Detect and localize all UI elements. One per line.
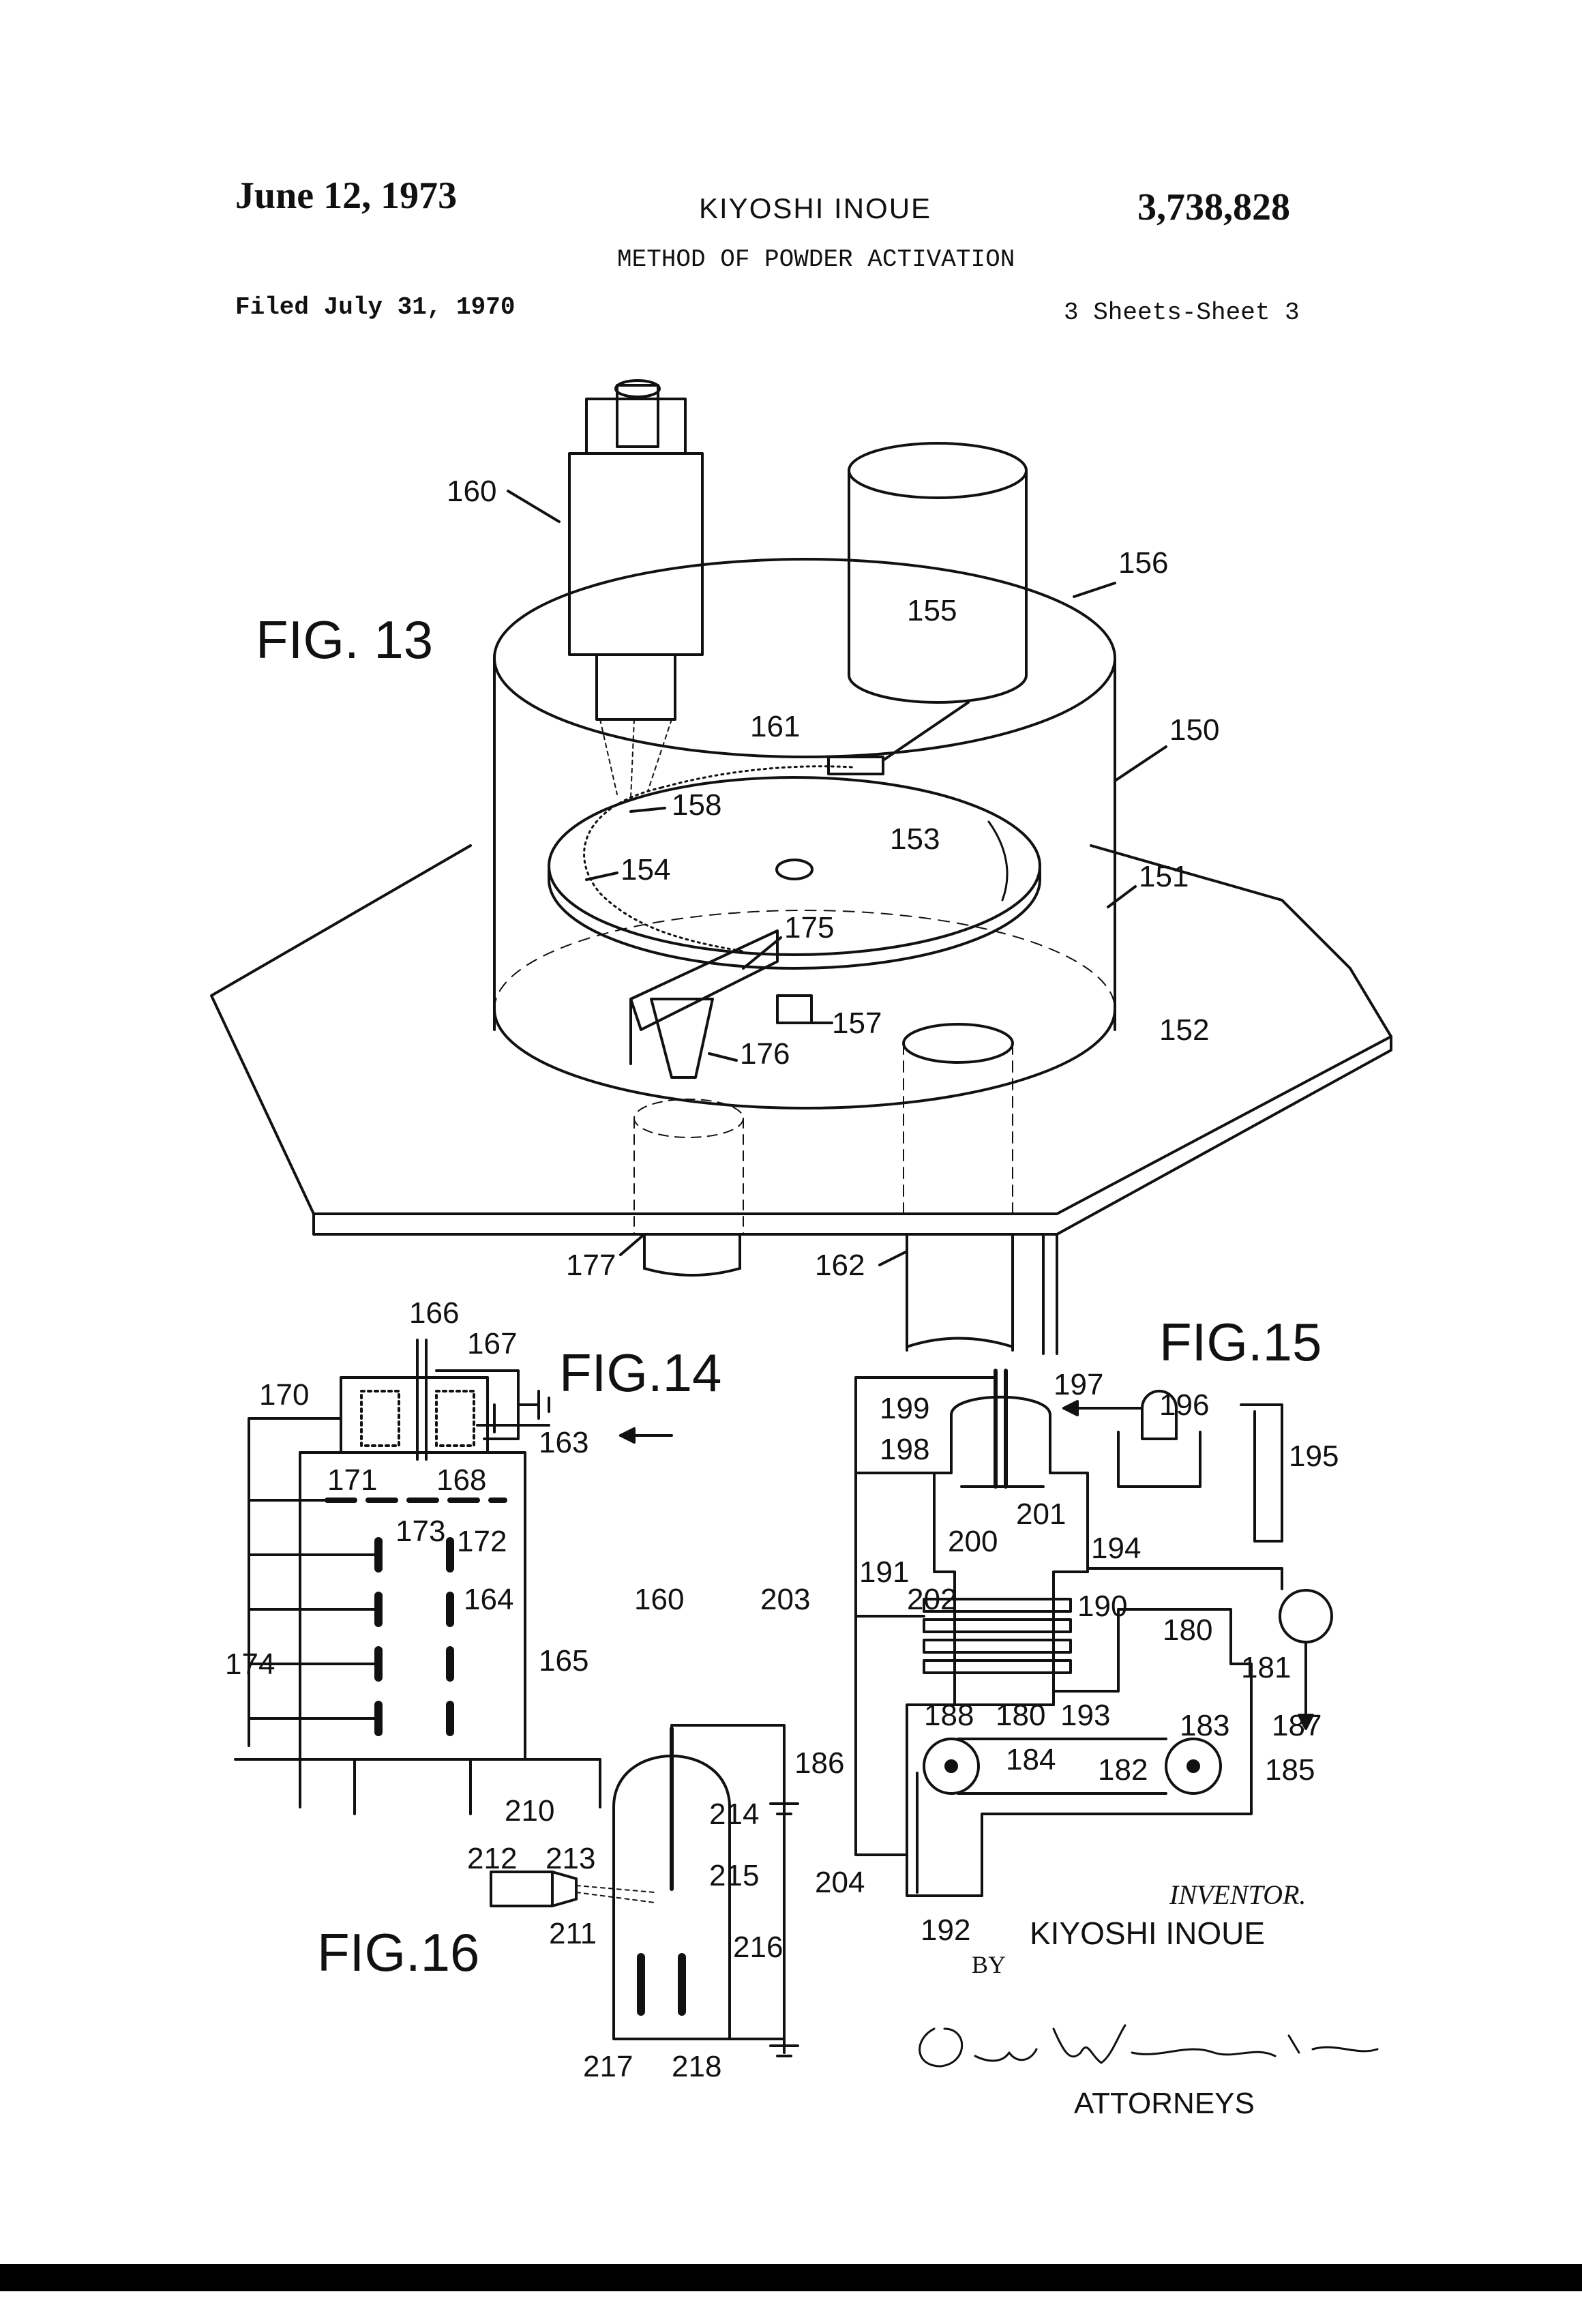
svg-text:173: 173 bbox=[395, 1515, 445, 1548]
fig16-nozzle-212 bbox=[491, 1872, 552, 1906]
svg-text:170: 170 bbox=[259, 1378, 309, 1412]
svg-text:163: 163 bbox=[539, 1426, 588, 1459]
svg-text:215: 215 bbox=[709, 1859, 759, 1892]
svg-text:150: 150 bbox=[1169, 713, 1219, 747]
svg-text:172: 172 bbox=[457, 1525, 507, 1558]
svg-text:168: 168 bbox=[436, 1463, 486, 1497]
svg-text:194: 194 bbox=[1091, 1532, 1141, 1565]
base-plate-edge bbox=[314, 1037, 1391, 1234]
svg-text:171: 171 bbox=[327, 1463, 377, 1497]
ref-155: 155 bbox=[907, 594, 957, 627]
attorneys-label: ATTORNEYS bbox=[1074, 2087, 1255, 2121]
svg-text:197: 197 bbox=[1054, 1368, 1103, 1401]
svg-text:185: 185 bbox=[1265, 1753, 1315, 1787]
inventor-caption: INVENTOR. bbox=[1169, 1879, 1306, 1911]
svg-text:180: 180 bbox=[996, 1699, 1045, 1732]
svg-text:192: 192 bbox=[921, 1913, 970, 1947]
svg-text:177: 177 bbox=[566, 1249, 616, 1282]
svg-text:212: 212 bbox=[467, 1842, 517, 1875]
pump-P bbox=[1280, 1590, 1332, 1642]
svg-text:210: 210 bbox=[505, 1794, 554, 1828]
funnel-176 bbox=[651, 999, 713, 1077]
svg-text:200: 200 bbox=[948, 1525, 998, 1558]
base-plate bbox=[211, 846, 1391, 1214]
svg-text:187: 187 bbox=[1272, 1709, 1322, 1742]
scraper-161 bbox=[829, 757, 883, 774]
fig16-label: FIG.16 bbox=[317, 1922, 479, 1982]
svg-text:195: 195 bbox=[1289, 1440, 1339, 1473]
shaft-157 bbox=[777, 996, 811, 1023]
svg-text:193: 193 bbox=[1060, 1699, 1110, 1732]
svg-text:164: 164 bbox=[464, 1583, 513, 1616]
svg-text:167: 167 bbox=[467, 1327, 517, 1360]
svg-text:175: 175 bbox=[784, 911, 834, 944]
page-bottom-bar bbox=[0, 2264, 1582, 2291]
svg-text:186: 186 bbox=[794, 1746, 844, 1780]
port-162 bbox=[904, 1024, 1013, 1062]
svg-text:203: 203 bbox=[760, 1583, 810, 1616]
gun-nozzle bbox=[597, 655, 675, 719]
inventor-name: KIYOSHI INOUE bbox=[1030, 1915, 1265, 1952]
svg-text:165: 165 bbox=[539, 1644, 588, 1678]
svg-text:181: 181 bbox=[1241, 1651, 1291, 1684]
attorney-signature bbox=[920, 2025, 1377, 2066]
svg-text:176: 176 bbox=[740, 1037, 790, 1071]
fig13-label: FIG. 13 bbox=[256, 610, 433, 670]
by-label: BY bbox=[972, 1950, 1006, 1979]
ref-160: 160 bbox=[447, 475, 496, 508]
svg-text:216: 216 bbox=[733, 1931, 783, 1964]
svg-text:161: 161 bbox=[750, 710, 800, 743]
svg-text:174: 174 bbox=[225, 1648, 275, 1681]
fig15-label: FIG.15 bbox=[1159, 1312, 1322, 1372]
fig14-plates bbox=[378, 1541, 450, 1732]
svg-text:156: 156 bbox=[1118, 546, 1168, 580]
svg-text:158: 158 bbox=[672, 788, 721, 822]
svg-text:218: 218 bbox=[672, 2050, 721, 2083]
svg-text:217: 217 bbox=[583, 2050, 633, 2083]
collector-175 bbox=[631, 931, 777, 1030]
svg-text:188: 188 bbox=[924, 1699, 974, 1732]
gun-body bbox=[569, 453, 702, 655]
fig14-gun-head bbox=[341, 1377, 488, 1452]
svg-text:152: 152 bbox=[1159, 1013, 1209, 1047]
svg-text:184: 184 bbox=[1006, 1743, 1056, 1776]
svg-text:166: 166 bbox=[409, 1296, 459, 1330]
cylinder-top bbox=[494, 559, 1115, 757]
svg-text:180: 180 bbox=[1163, 1613, 1212, 1647]
svg-text:202: 202 bbox=[907, 1583, 957, 1616]
svg-text:153: 153 bbox=[890, 822, 940, 856]
tube-195 bbox=[1241, 1405, 1282, 1541]
svg-text:160: 160 bbox=[634, 1583, 684, 1616]
svg-text:201: 201 bbox=[1016, 1498, 1066, 1531]
svg-text:214: 214 bbox=[709, 1798, 759, 1831]
motor-155-top bbox=[849, 443, 1026, 498]
leader-160 bbox=[508, 491, 559, 522]
svg-text:154: 154 bbox=[621, 853, 670, 887]
svg-text:182: 182 bbox=[1098, 1753, 1148, 1787]
svg-text:157: 157 bbox=[832, 1007, 882, 1040]
svg-text:211: 211 bbox=[549, 1917, 597, 1950]
svg-text:162: 162 bbox=[815, 1249, 865, 1282]
svg-text:204: 204 bbox=[815, 1866, 865, 1899]
svg-text:213: 213 bbox=[546, 1842, 595, 1875]
fig14-label: FIG.14 bbox=[559, 1343, 721, 1403]
svg-text:199: 199 bbox=[880, 1392, 929, 1425]
svg-text:183: 183 bbox=[1180, 1709, 1229, 1742]
svg-text:196: 196 bbox=[1159, 1388, 1209, 1422]
disc-hub bbox=[777, 860, 812, 879]
svg-text:151: 151 bbox=[1139, 860, 1189, 893]
svg-text:198: 198 bbox=[880, 1433, 929, 1466]
svg-text:190: 190 bbox=[1077, 1590, 1127, 1623]
svg-text:191: 191 bbox=[859, 1555, 909, 1589]
fig13-drawing bbox=[211, 381, 1391, 1354]
